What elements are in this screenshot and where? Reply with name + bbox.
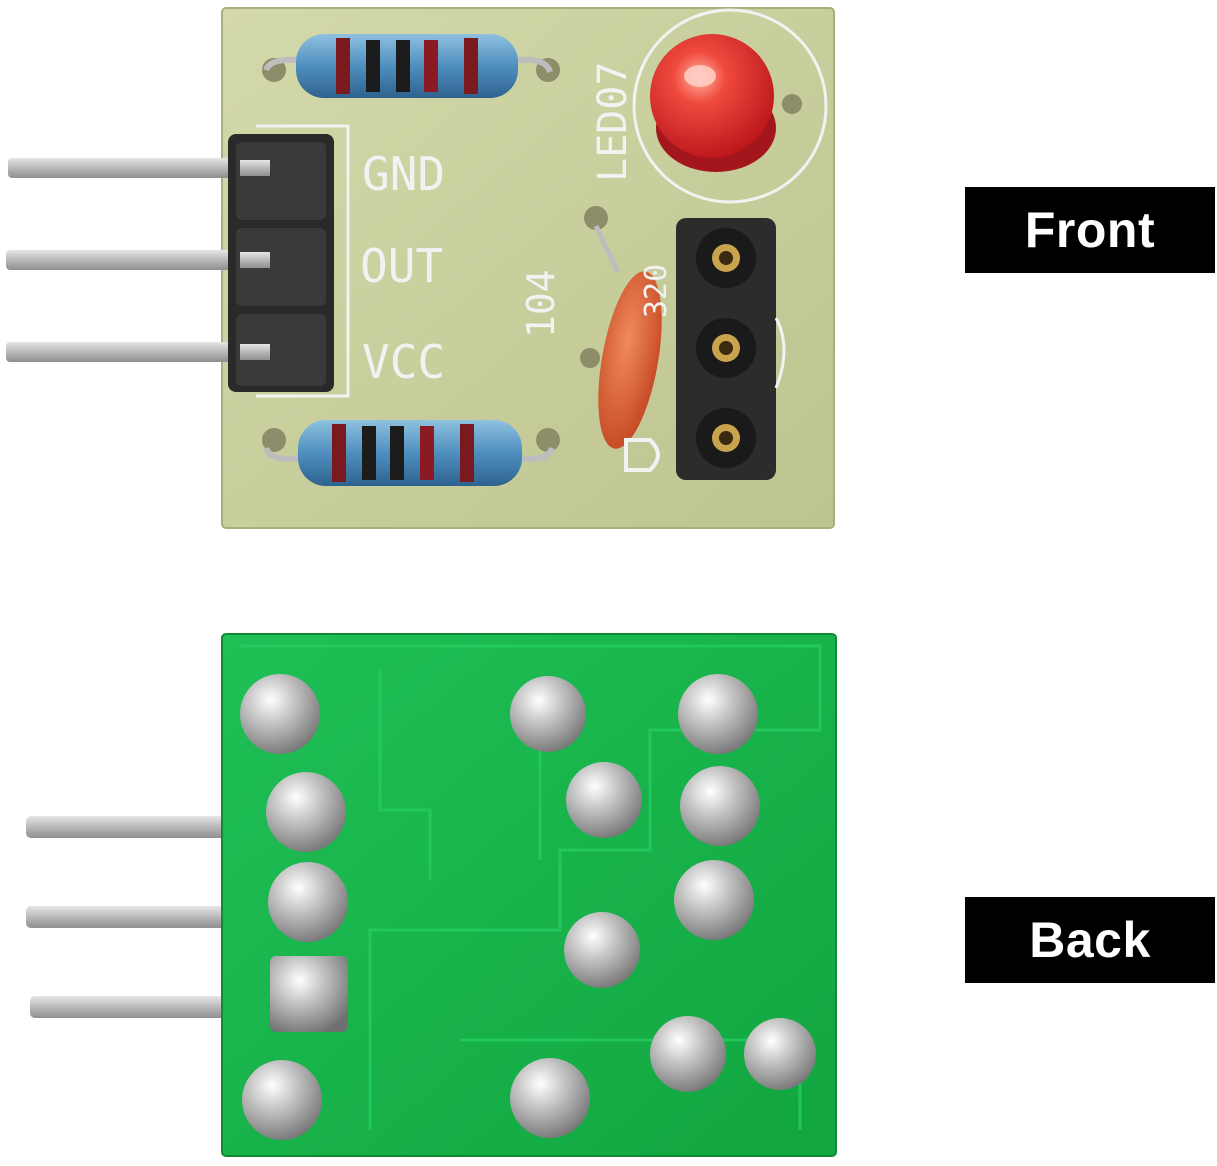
female-header-silk — [774, 317, 786, 389]
solder-joints — [240, 674, 816, 1140]
ceramic-capacitor — [580, 206, 662, 449]
silk-d-mark — [624, 438, 660, 472]
resistor-bottom — [262, 420, 560, 486]
front-label: Front — [965, 187, 1215, 273]
back-label: Back — [965, 897, 1215, 983]
front-board-photo: GND OUT VCC — [0, 0, 860, 560]
front-board-svg: GND OUT VCC — [6, 7, 835, 529]
pin-label-vcc: VCC — [362, 335, 445, 389]
silk-fragment: 320 — [639, 264, 674, 318]
led-silk-ring — [632, 8, 828, 204]
back-header-pins — [26, 816, 226, 1018]
header-pins — [6, 158, 268, 362]
pin-label-gnd: GND — [362, 147, 445, 201]
pin-label-out: OUT — [360, 239, 443, 293]
pin-header-housing — [228, 134, 334, 392]
back-board-photo — [0, 610, 860, 1166]
resistor-top — [262, 34, 560, 98]
back-board-svg — [26, 633, 837, 1157]
led-silk-label: LED07 — [590, 62, 636, 182]
capacitor-code: 104 — [519, 269, 563, 338]
female-header — [676, 218, 776, 480]
led-red — [650, 34, 802, 172]
header-silk-outline — [256, 124, 350, 398]
